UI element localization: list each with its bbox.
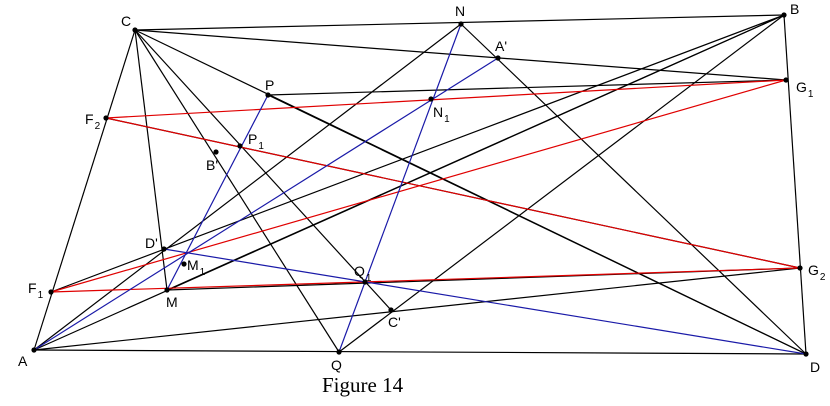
point-d-dot bbox=[803, 351, 809, 357]
point-n1-dot bbox=[428, 96, 434, 102]
point-q-dot bbox=[336, 349, 342, 355]
point-p1-subscript: 1 bbox=[258, 141, 264, 152]
point-f2-dot bbox=[103, 115, 109, 121]
segment-black-d-a bbox=[33, 349, 807, 355]
segment-black-c-q bbox=[134, 29, 340, 353]
point-n1-subscript: 1 bbox=[444, 114, 450, 125]
segment-black-a-g2 bbox=[33, 267, 801, 351]
point-m1-dot bbox=[181, 261, 187, 267]
point-n1-label: N1 bbox=[433, 104, 450, 125]
segment-black-n-d bbox=[460, 23, 807, 355]
black-segments bbox=[33, 14, 807, 355]
segment-black-a-n bbox=[33, 23, 462, 351]
segment-red-f1-g2 bbox=[50, 267, 801, 293]
point-g1-dot bbox=[783, 77, 789, 83]
point-g1-label: G1 bbox=[796, 79, 814, 100]
point-f2-subscript: 2 bbox=[95, 121, 101, 132]
point-m-dot bbox=[164, 287, 170, 293]
segment-black-q-b bbox=[338, 14, 785, 353]
segment-red-f2-g1 bbox=[105, 79, 787, 119]
segment-black-m-b bbox=[166, 14, 785, 291]
point-n-label: N bbox=[455, 3, 465, 19]
point-g2-dot bbox=[797, 265, 803, 271]
point-m-label: M bbox=[166, 294, 178, 310]
segment-black-c-g1 bbox=[134, 29, 787, 81]
segment-red-f2-g2 bbox=[105, 117, 801, 269]
segment-red-f1-g1 bbox=[50, 79, 787, 293]
point-f1-subscript: 1 bbox=[38, 290, 44, 301]
point-f2-label: F2 bbox=[85, 111, 101, 132]
point-g2-label: G2 bbox=[808, 262, 826, 283]
point-q-label: Q bbox=[331, 357, 342, 373]
point-d-label: D bbox=[810, 359, 820, 375]
point-a-label: A bbox=[18, 353, 28, 369]
point-b-label: B bbox=[790, 1, 799, 17]
point-c-prime-label: C' bbox=[388, 314, 401, 330]
point-c-prime-dot bbox=[388, 307, 394, 313]
segment-black-f1-b bbox=[50, 14, 785, 293]
red-segments bbox=[50, 79, 801, 293]
point-g2-subscript: 2 bbox=[820, 272, 826, 283]
segment-blue-n-q bbox=[338, 23, 462, 353]
point-q1-subscript: 1 bbox=[366, 273, 372, 284]
point-dots bbox=[31, 12, 809, 357]
point-q1-dot bbox=[362, 279, 368, 285]
point-d-prime-dot bbox=[161, 246, 167, 252]
point-p-label: P bbox=[265, 77, 274, 93]
point-g1-subscript: 1 bbox=[808, 89, 814, 100]
point-f1-dot bbox=[48, 289, 54, 295]
segment-black-b-d bbox=[783, 14, 807, 355]
point-m1-subscript: 1 bbox=[200, 267, 206, 278]
point-b-prime-label: B' bbox=[206, 157, 218, 173]
segment-black-a-c bbox=[33, 29, 136, 351]
point-m1-label: M1 bbox=[187, 257, 206, 278]
point-b-prime-dot bbox=[213, 149, 219, 155]
point-n-dot bbox=[458, 21, 464, 27]
point-c-dot bbox=[132, 27, 138, 33]
figure-caption: Figure 14 bbox=[322, 373, 404, 397]
segment-black-c-m bbox=[134, 29, 168, 291]
point-c-label: C bbox=[121, 13, 131, 29]
point-a-prime-label: A' bbox=[495, 38, 507, 54]
point-a-prime-dot bbox=[495, 55, 501, 61]
point-a-dot bbox=[31, 347, 37, 353]
point-f1-label: F1 bbox=[28, 280, 44, 301]
blue-segments bbox=[33, 23, 807, 355]
segment-blue-p-m bbox=[166, 94, 269, 291]
point-p-dot bbox=[265, 92, 271, 98]
segment-blue-a-a-prime bbox=[33, 57, 499, 351]
segment-black-c-c-prime bbox=[134, 29, 392, 311]
point-d-prime-label: D' bbox=[145, 235, 158, 251]
segment-black-p-d bbox=[267, 94, 807, 355]
point-b-dot bbox=[781, 12, 787, 18]
segment-blue-d-prime-d bbox=[163, 248, 807, 355]
point-p1-dot bbox=[237, 143, 243, 149]
segment-black-p-g1 bbox=[267, 79, 787, 96]
